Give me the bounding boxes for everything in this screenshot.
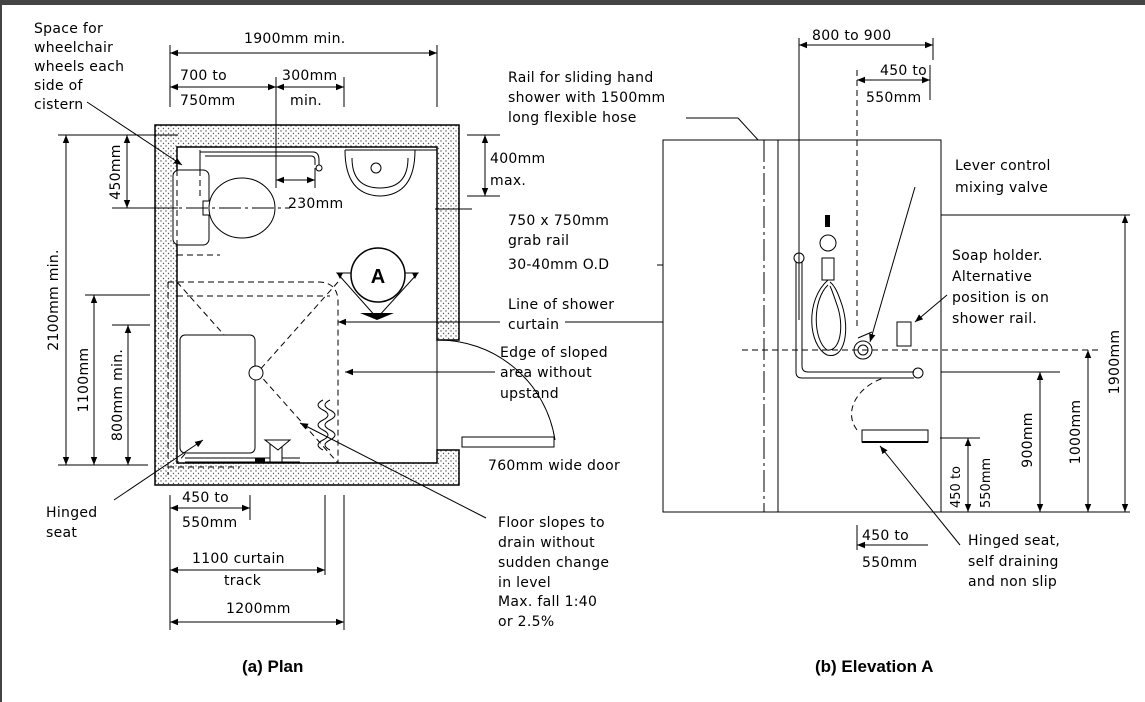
door-width-label: 760mm wide door: [488, 458, 620, 474]
plan-caption: (a) Plan: [242, 657, 303, 676]
shower-head-assembly: [811, 215, 847, 356]
elevation-grab-rail: [793, 252, 924, 379]
wheelchair-note: Space for wheelchair wheels each side of…: [34, 21, 129, 113]
dim-2100-label: 2100mm min.: [46, 249, 62, 351]
dim-400-label: 400mm max.: [490, 151, 550, 189]
top-border-bar: [0, 0, 1145, 5]
hinged-seat-label: Hinged seat: [46, 505, 102, 541]
elevation-caption: (b) Elevation A: [815, 657, 933, 676]
dim-450-label: 450mm: [108, 144, 124, 200]
dim-450-top-label: 450 to 550mm: [866, 63, 932, 106]
elevation-seat: [851, 377, 929, 443]
dim-230-label: 230mm: [288, 196, 344, 212]
dim-450-bottom-label: 450 to 550mm: [182, 490, 238, 531]
elevation-view: 800 to 900 450 to 550mm Lever control mi…: [662, 28, 1130, 676]
dim-1000-v-label: 1000mm: [1068, 400, 1084, 465]
soap-note: Soap holder. Alternative position is on …: [952, 248, 1054, 327]
wash-basin: [344, 149, 437, 197]
dim-900-v-label: 900mm: [1020, 412, 1036, 468]
soap-holder: [896, 321, 912, 347]
middle-callouts: Rail for sliding hand shower with 1500mm…: [338, 70, 823, 402]
floor-slope-note: Floor slopes to drain without sudden cha…: [498, 515, 614, 630]
dim-1900-v-label: 1900mm: [1107, 330, 1123, 395]
dim-300-label: 300mm min.: [282, 68, 342, 109]
plan-view: A: [34, 21, 620, 676]
shower-area: [167, 281, 339, 475]
lever-note: Lever control mixing valve: [955, 158, 1055, 196]
plan-dimensions: [58, 45, 500, 630]
door: [436, 339, 556, 450]
dim-800-900-label: 800 to 900: [812, 28, 891, 44]
dim-450-bottom-elev-label: 450 to 550mm: [862, 528, 918, 571]
grab-rail-note: 750 x 750mm grab rail 30-40mm O.D: [508, 213, 614, 273]
dim-700-label: 700 to 750mm: [180, 68, 236, 109]
dim-1100-label: 1100mm: [76, 348, 92, 413]
dim-800-label: 800mm min.: [110, 349, 126, 441]
curtain-note: Line of shower curtain: [508, 297, 619, 333]
top-grab-rail: [180, 151, 323, 172]
marker-a-label: A: [371, 266, 385, 288]
dim-1100-curtain-label: 1100 curtain track: [192, 551, 290, 589]
edge-note: Edge of sloped area without upstand: [500, 345, 613, 402]
plan-leaders: [86, 101, 487, 519]
dim-1200-label: 1200mm: [226, 601, 291, 617]
rail-note: Rail for sliding hand shower with 1500mm…: [508, 70, 670, 126]
elevation-marker-a: A: [335, 247, 420, 320]
dim-450-v-label: 450 to 550mm: [949, 458, 994, 508]
hinged-seat-elev-note: Hinged seat, self draining and non slip: [968, 533, 1065, 590]
dim-1900-label: 1900mm min.: [244, 31, 346, 47]
